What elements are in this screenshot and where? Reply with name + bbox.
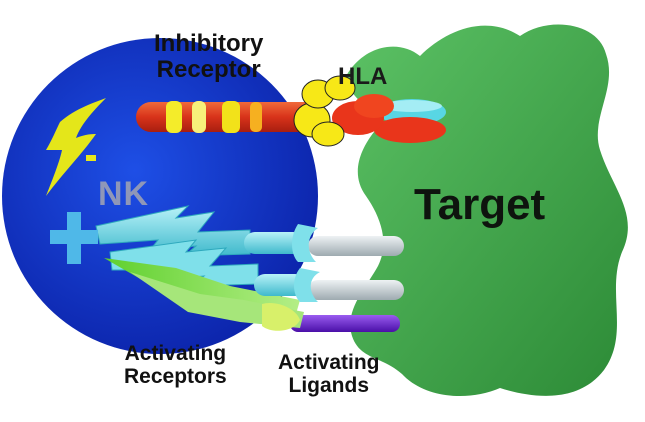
activating-ligands-label: Activating Ligands xyxy=(278,351,380,397)
inhibitory-receptor-label: Inhibitory Receptor xyxy=(154,31,263,83)
activating-receptors-label-line2: Receptors xyxy=(124,364,227,388)
nk-label: NK xyxy=(98,175,150,213)
activating-receptors-label: Activating Receptors xyxy=(124,342,227,388)
inhibitory-signal xyxy=(46,98,106,196)
activating-ligands-label-line2: Ligands xyxy=(288,373,370,397)
target-label: Target xyxy=(414,180,546,229)
inhibitory-receptor-label-line1: Inhibitory xyxy=(154,30,264,57)
inhibitory-receptor-label-line2: Receptor xyxy=(156,55,261,83)
hla-molecule xyxy=(293,75,446,147)
activating-ligands-label-line1: Activating xyxy=(278,351,380,374)
inhibitory-receptor xyxy=(136,101,324,133)
activating-ligands xyxy=(290,236,404,332)
activating-receptors xyxy=(95,205,320,331)
hla-label: HLA xyxy=(338,63,388,90)
plus-sign xyxy=(50,212,98,264)
minus-sign xyxy=(86,155,96,161)
activating-receptors-label-line1: Activating xyxy=(124,342,227,365)
